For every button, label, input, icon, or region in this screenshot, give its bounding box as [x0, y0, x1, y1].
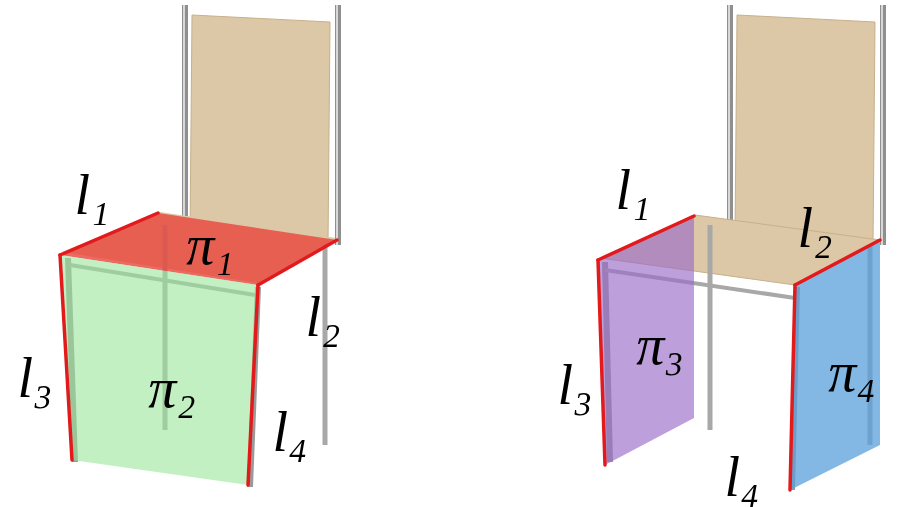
plane-region: π₄	[790, 240, 880, 490]
plane-fill	[790, 240, 880, 490]
plane-region: π₂	[60, 255, 258, 485]
plane-fill	[60, 255, 258, 485]
line-label: l₁	[615, 162, 650, 218]
plane-fill	[598, 216, 694, 465]
line-label: l₁	[74, 167, 109, 223]
line-label: l₃	[557, 357, 592, 413]
plane-label: π₂	[148, 360, 196, 416]
plane-label: π₁	[186, 217, 234, 273]
line-label: l₃	[17, 350, 52, 406]
line-label: l₄	[724, 449, 759, 505]
line-label: l₂	[305, 289, 340, 345]
line-label: l₄	[272, 404, 307, 460]
plane-label: π₄	[828, 344, 876, 400]
line-label: l₂	[797, 200, 832, 256]
plane-label: π₃	[636, 317, 684, 373]
